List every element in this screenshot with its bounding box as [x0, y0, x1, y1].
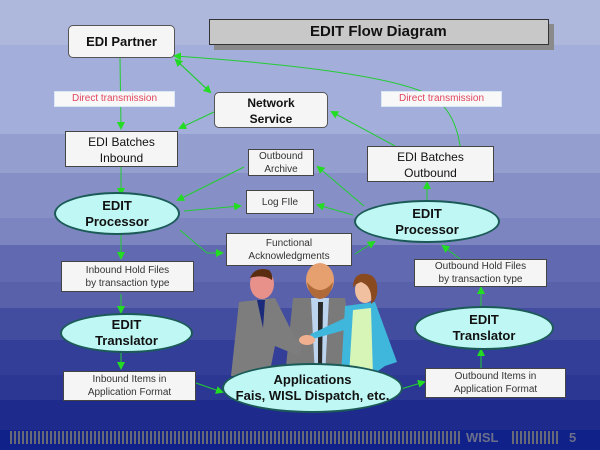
business-people-handshake-illustration	[231, 263, 397, 376]
arrow-partner-to-network	[175, 59, 212, 94]
node-outbound-hold-files: Outbound Hold Files by transaction type	[414, 259, 547, 287]
page-title: EDIT Flow Diagram	[209, 19, 549, 45]
node-functional-acknowledgments: Functional Acknowledgments	[226, 233, 352, 266]
node-network-service: Network Service	[214, 92, 328, 128]
node-inbound-items: Inbound Items in Application Format	[63, 371, 196, 401]
footer-page-number: 5	[569, 430, 577, 445]
node-log-file: Log FIle	[246, 190, 314, 214]
node-edit-translator-outbound: EDIT Translator	[414, 306, 554, 350]
arrow-processor-to-archive	[316, 165, 365, 207]
node-edi-batches-outbound: EDI Batches Outbound	[367, 146, 494, 182]
arrow-items-to-apps	[195, 382, 224, 394]
arrow-network-to-inbound	[178, 111, 215, 130]
node-edit-processor-outbound: EDIT Processor	[354, 200, 500, 243]
arrow-ack-to-processor	[354, 240, 376, 255]
arrow-apps-to-outbound-items	[400, 379, 426, 390]
arrow-processor-to-log-right	[316, 202, 354, 216]
node-edit-processor-inbound: EDIT Processor	[54, 192, 180, 235]
node-inbound-hold-files: Inbound Hold Files by transaction type	[61, 261, 194, 292]
label-direct-transmission-right: Direct transmission	[381, 91, 502, 107]
arrow-processor-to-ack	[179, 229, 224, 257]
node-edi-partner: EDI Partner	[68, 25, 175, 58]
footer-org-name: WISL	[466, 430, 499, 445]
arrow-archive-to-processor	[176, 166, 245, 201]
node-outbound-items: Outbound Items in Application Format	[425, 368, 566, 398]
arrow-network-to-partner	[174, 58, 211, 93]
person-right	[309, 273, 397, 376]
node-edit-translator-inbound: EDIT Translator	[60, 313, 193, 353]
node-edi-batches-inbound: EDI Batches Inbound	[65, 131, 178, 167]
node-applications: Applications Fais, WISL Dispatch, etc.	[222, 363, 403, 413]
arrow-outbound-to-network	[330, 111, 396, 147]
footer-decorative-bars-short	[512, 431, 558, 444]
footer-decorative-bars	[10, 431, 460, 444]
label-direct-transmission-left: Direct transmission	[54, 91, 175, 107]
node-outbound-archive: Outbound Archive	[248, 149, 314, 176]
arrow-hold-to-processor	[441, 244, 461, 260]
person-left	[231, 269, 303, 376]
arrow-processor-to-log	[183, 202, 242, 212]
